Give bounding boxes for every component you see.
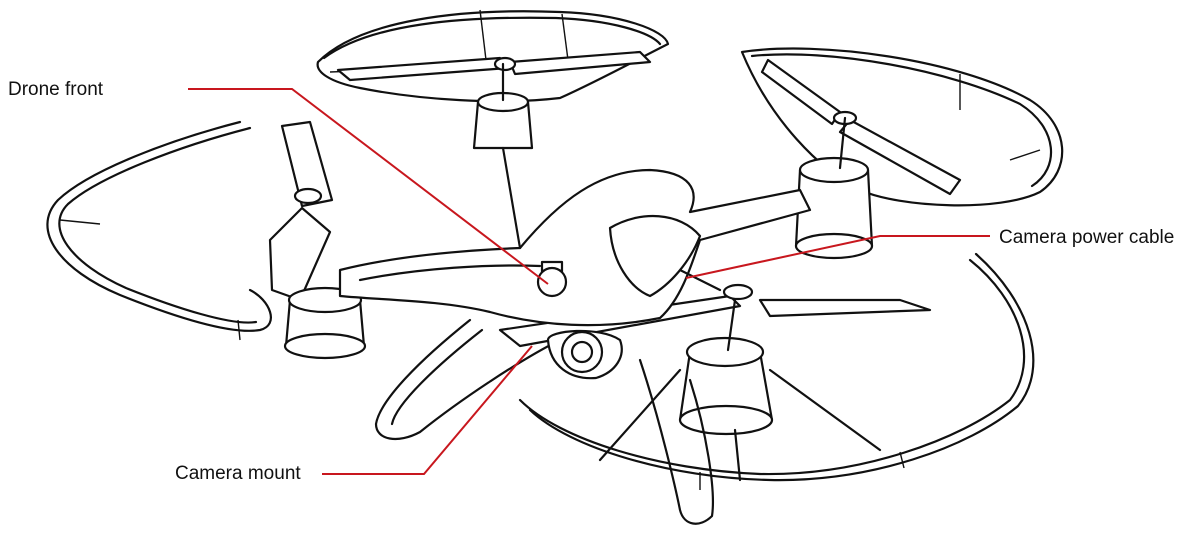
front-left-propeller (268, 120, 334, 302)
front-right-motor (598, 298, 882, 482)
rear-left-propeller (336, 50, 652, 82)
camera (546, 329, 623, 380)
drone-body (338, 146, 812, 327)
rear-left-motor (472, 62, 534, 150)
camera-power-cable-leader (685, 235, 990, 279)
camera-mount-label: Camera mount (175, 463, 301, 484)
drone-front-label: Drone front (8, 79, 104, 100)
rear-right-propeller-guard (740, 47, 1064, 207)
drone-front-leader (188, 88, 549, 285)
front-left-propeller-guard (46, 120, 272, 341)
camera-mount-leader (322, 345, 533, 475)
rear-right-motor (794, 116, 874, 260)
camera-power-cable-label: Camera power cable (999, 227, 1175, 248)
front-left-motor (283, 286, 367, 360)
landing-gear (374, 318, 714, 525)
